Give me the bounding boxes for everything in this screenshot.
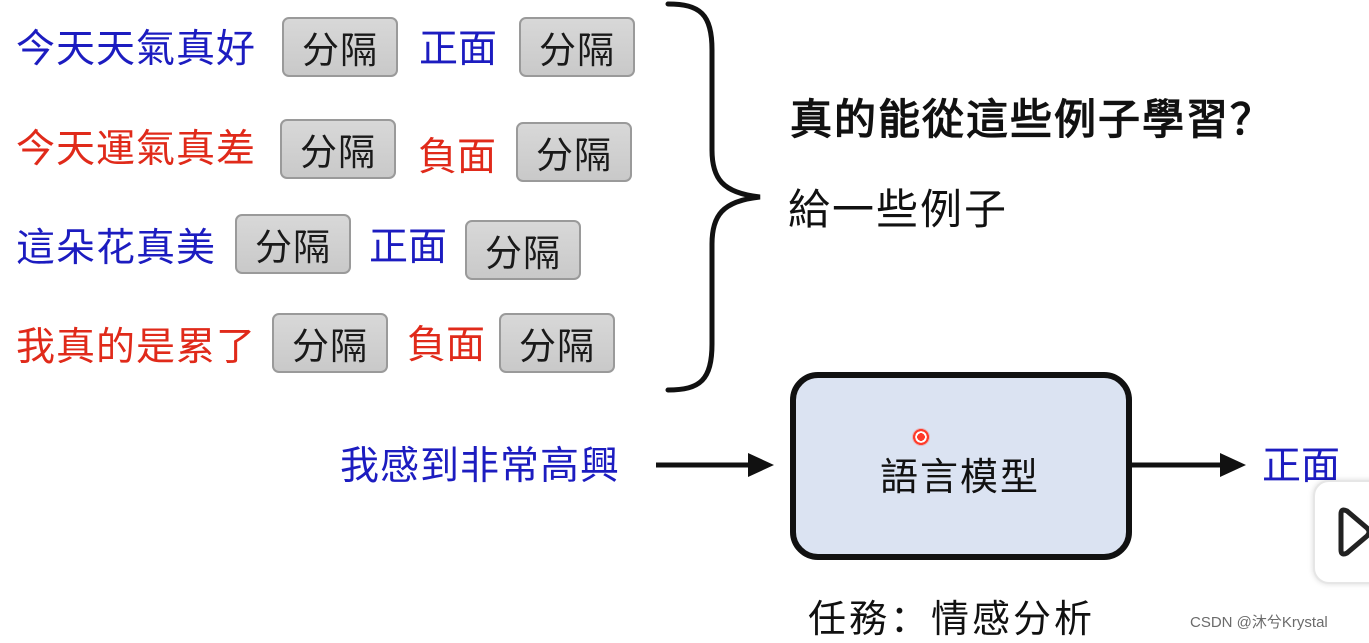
question-text: 真的能從這些例子學習？ <box>790 95 1275 144</box>
example-4-separator-1: 分隔 <box>272 313 388 373</box>
example-1-separator-1: 分隔 <box>282 17 398 77</box>
example-1-label: 正面 <box>419 27 498 72</box>
task-text: 任務：情感分析 <box>808 597 1096 641</box>
input-sentence: 我感到非常高興 <box>340 444 621 489</box>
input-arrow-icon <box>656 453 774 477</box>
example-3-label: 正面 <box>369 225 448 270</box>
floating-player-widget[interactable] <box>1313 480 1369 584</box>
curly-brace-icon <box>665 1 761 393</box>
example-1-separator-2: 分隔 <box>519 17 635 77</box>
play-icon <box>1338 507 1369 557</box>
example-3-text: 這朵花真美 <box>16 226 217 271</box>
example-2-text: 今天運氣真差 <box>16 127 257 172</box>
output-label: 正面 <box>1262 444 1341 489</box>
language-model-label: 語言模型 <box>880 455 1041 499</box>
example-2-separator-2: 分隔 <box>516 122 632 182</box>
example-4-label: 負面 <box>407 323 486 368</box>
give-examples-text: 給一些例子 <box>788 185 1009 234</box>
example-1-text: 今天天氣真好 <box>16 27 257 72</box>
example-3-separator-1: 分隔 <box>235 214 351 274</box>
example-2-separator-1: 分隔 <box>280 119 396 179</box>
example-4-separator-2: 分隔 <box>499 313 615 373</box>
pointer-cursor-icon <box>912 428 930 446</box>
example-2-label: 負面 <box>418 135 497 180</box>
watermark: CSDN @沐兮Krystal <box>1190 614 1328 631</box>
language-model-box <box>790 372 1132 560</box>
example-3-separator-2: 分隔 <box>465 220 581 280</box>
output-arrow-icon <box>1132 453 1246 477</box>
example-4-text: 我真的是累了 <box>16 325 257 370</box>
